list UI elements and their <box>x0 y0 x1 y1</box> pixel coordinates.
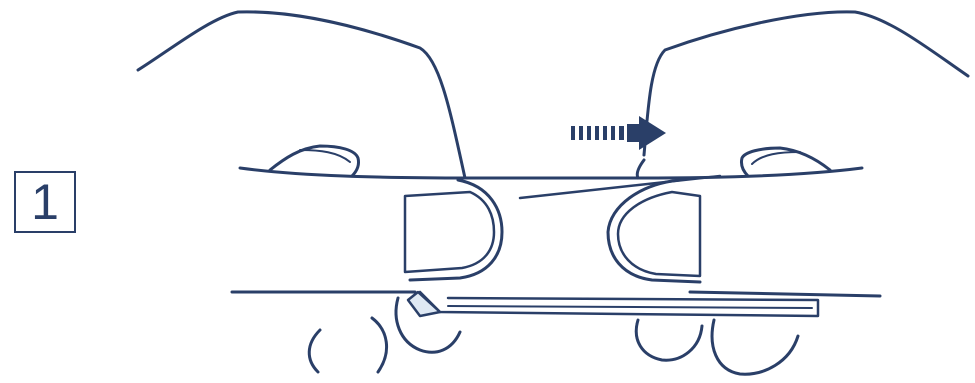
left-hand-outline <box>138 12 465 178</box>
card-lower-slot <box>420 292 818 316</box>
left-lower-knuckle-2 <box>372 318 387 372</box>
card-lower-slot-inner <box>448 306 812 308</box>
right-lower-knuckle-1 <box>636 320 702 360</box>
right-hand-outline <box>644 12 968 155</box>
left-thumb-nail-inner <box>300 150 350 162</box>
left-fingernail <box>405 192 494 272</box>
right-fingertip <box>608 180 700 282</box>
right-fingernail <box>618 192 700 276</box>
right-hand-edge <box>637 160 644 178</box>
left-lower-knuckle-1 <box>309 330 320 372</box>
right-thumb-nail-inner <box>752 152 800 164</box>
right-lower-knuckle-2 <box>712 320 798 374</box>
motion-arrow <box>571 116 666 150</box>
card-top-edge <box>240 168 862 178</box>
bottom-surface-line-right <box>690 292 880 296</box>
